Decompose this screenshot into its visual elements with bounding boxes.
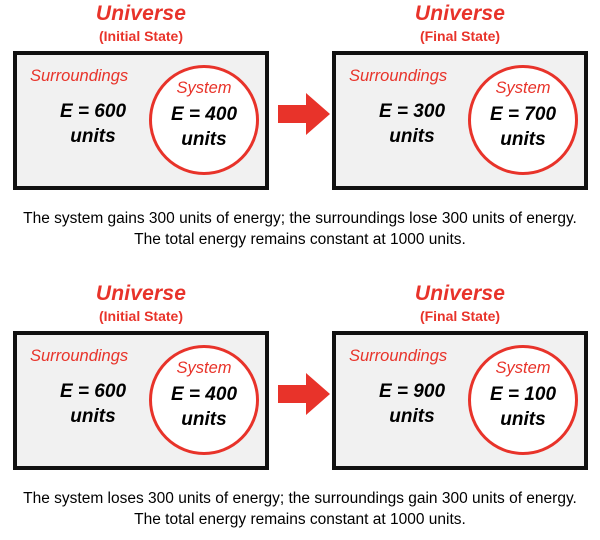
state-sublabel: (Final State) <box>419 308 501 324</box>
universe-label: Universe <box>414 2 506 25</box>
state-title: Universe (Final State) <box>332 280 588 323</box>
surroundings-energy: E = 600 units <box>23 379 163 429</box>
system-energy-value: E = 400 <box>170 104 238 125</box>
system-energy-value: E = 400 <box>170 384 238 405</box>
state-title: Universe (Initial State) <box>13 0 269 43</box>
universe-label: Universe <box>95 2 187 25</box>
surroundings-label: Surroundings <box>30 67 129 85</box>
surroundings-label: Surroundings <box>30 347 129 365</box>
state-final: Universe (Final State) Surroundings E = … <box>332 280 588 470</box>
surroundings-energy-units: units <box>389 406 435 427</box>
system-energy: E = 700 units <box>471 102 575 152</box>
system-circle: System E = 700 units <box>468 65 578 175</box>
surroundings-energy-units: units <box>70 406 116 427</box>
right-arrow-icon <box>276 90 332 138</box>
surroundings-energy-value: E = 600 <box>59 101 127 122</box>
panel-caption: The system gains 300 units of energy; th… <box>23 210 577 248</box>
states-row: Universe (Initial State) Surroundings E … <box>0 0 600 205</box>
surroundings-label: Surroundings <box>349 347 448 365</box>
surroundings-energy-units: units <box>70 126 116 147</box>
system-circle: System E = 100 units <box>468 345 578 455</box>
system-energy: E = 100 units <box>471 382 575 432</box>
system-energy-units: units <box>500 409 546 430</box>
universe-box: Surroundings E = 300 units System E = 70… <box>332 51 588 190</box>
system-energy-units: units <box>181 129 227 150</box>
universe-box: Surroundings E = 600 units System E = 40… <box>13 331 269 470</box>
system-circle: System E = 400 units <box>149 65 259 175</box>
universe-label: Universe <box>95 282 187 305</box>
state-final: Universe (Final State) Surroundings E = … <box>332 0 588 190</box>
state-title: Universe (Initial State) <box>13 280 269 323</box>
system-label: System <box>495 79 551 97</box>
universe-label: Universe <box>414 282 506 305</box>
state-sublabel: (Final State) <box>419 28 501 44</box>
surroundings-energy-value: E = 300 <box>378 101 446 122</box>
system-energy: E = 400 units <box>152 102 256 152</box>
surroundings-energy: E = 900 units <box>342 379 482 429</box>
panel-caption: The system loses 300 units of energy; th… <box>23 490 577 528</box>
surroundings-label: Surroundings <box>349 67 448 85</box>
panel-exothermic: Universe (Initial State) Surroundings E … <box>0 280 600 528</box>
surroundings-energy-value: E = 600 <box>59 381 127 402</box>
panel-endothermic: Universe (Initial State) Surroundings E … <box>0 0 600 248</box>
system-label: System <box>176 359 232 377</box>
surroundings-energy: E = 600 units <box>23 99 163 149</box>
system-energy-value: E = 100 <box>489 384 557 405</box>
state-sublabel: (Initial State) <box>98 28 183 44</box>
system-label: System <box>495 359 551 377</box>
state-title: Universe (Final State) <box>332 0 588 43</box>
surroundings-energy-value: E = 900 <box>378 381 446 402</box>
state-initial: Universe (Initial State) Surroundings E … <box>13 0 269 190</box>
system-energy: E = 400 units <box>152 382 256 432</box>
universe-box: Surroundings E = 600 units System E = 40… <box>13 51 269 190</box>
state-initial: Universe (Initial State) Surroundings E … <box>13 280 269 470</box>
state-sublabel: (Initial State) <box>98 308 183 324</box>
system-label: System <box>176 79 232 97</box>
system-circle: System E = 400 units <box>149 345 259 455</box>
system-energy-units: units <box>181 409 227 430</box>
universe-box: Surroundings E = 900 units System E = 10… <box>332 331 588 470</box>
states-row: Universe (Initial State) Surroundings E … <box>0 280 600 485</box>
surroundings-energy-units: units <box>389 126 435 147</box>
system-energy-units: units <box>500 129 546 150</box>
system-energy-value: E = 700 <box>489 104 557 125</box>
right-arrow-icon <box>276 370 332 418</box>
surroundings-energy: E = 300 units <box>342 99 482 149</box>
